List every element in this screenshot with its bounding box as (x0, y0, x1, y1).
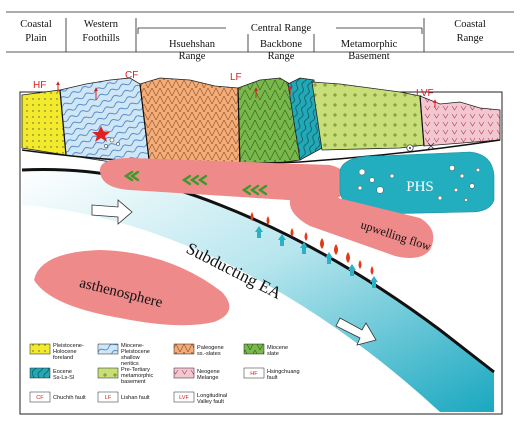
svg-text:shallow: shallow (121, 355, 141, 361)
region-coastal-range-line1: Coastal (454, 19, 486, 30)
unit-paleogene (139, 77, 241, 169)
svg-text:ss.-slates: ss.-slates (197, 351, 221, 357)
svg-text:Chuchih fault: Chuchih fault (53, 395, 86, 401)
svg-text:basement: basement (121, 379, 146, 385)
surface-line (21, 139, 501, 165)
region-coastal-plain-line1: Coastal (20, 19, 52, 30)
svg-text:Pleistocene-: Pleistocene- (53, 343, 84, 349)
unit-melange (419, 95, 501, 147)
slab-arrow-upper (91, 199, 133, 225)
region-coastal-plain-line2: Plain (25, 33, 47, 44)
svg-text:Holocene: Holocene (53, 349, 77, 355)
svg-text:LVF: LVF (179, 395, 189, 401)
svg-text:Valley fault: Valley fault (197, 399, 224, 405)
legend: Pleistocene- Holocene foreland Miocene- … (29, 343, 300, 405)
region-western-foothills-line2: Foothills (82, 33, 119, 44)
upwelling-drops (250, 212, 374, 275)
svg-text:Hsingchuang: Hsingchuang (267, 369, 300, 375)
svg-text:HF: HF (250, 371, 258, 377)
region-western-foothills-line1: Western (84, 19, 119, 30)
legend-item-hf: HF Hsingchuang fault (243, 367, 300, 381)
legend-item-foreland: Pleistocene- Holocene foreland (29, 343, 84, 361)
svg-text:Melange: Melange (197, 375, 218, 381)
unit-foreland (21, 89, 67, 156)
unit-neritics (59, 77, 151, 169)
region-metamorphic-line2: Basement (348, 51, 389, 62)
slab-arrow-lower (335, 317, 377, 346)
subducting-slab (22, 169, 494, 412)
fault-label-hf: HF (33, 80, 46, 91)
svg-text:slate: slate (267, 351, 279, 357)
mantle-flow-upper (100, 158, 350, 202)
region-coastal-range-line2: Range (457, 33, 484, 44)
legend-item-basement: Pre-Tertiary metamorphic basement (97, 367, 154, 385)
svg-text:Miocene: Miocene (267, 345, 288, 351)
upwelling-flow-body (289, 194, 434, 258)
svg-text:neritics: neritics (121, 361, 139, 367)
fault-labels: HF CF LF LVF (33, 70, 437, 108)
svg-text:Ss-Ls-Sl: Ss-Ls-Sl (53, 375, 74, 381)
green-flow-arrows (123, 170, 268, 196)
region-metamorphic-line1: Metamorphic (341, 39, 398, 50)
svg-text:Paleogene: Paleogene (197, 345, 224, 351)
svg-text:Miocene-: Miocene- (121, 343, 144, 349)
svg-text:Pre-Tertiary: Pre-Tertiary (121, 367, 150, 373)
svg-text:Lishan fault: Lishan fault (121, 395, 150, 401)
svg-text:metamorphic: metamorphic (121, 373, 154, 379)
region-central-range: Central Range (251, 23, 312, 34)
region-backbone-line2: Range (268, 51, 295, 62)
fault-label-cf: CF (125, 70, 138, 81)
svg-text:LF: LF (105, 395, 112, 401)
slab-top-boundary (21, 167, 495, 374)
legend-item-miocene-slate: Miocene slate (243, 343, 288, 357)
asthenosphere-blob (34, 250, 230, 326)
upwelling-arrows (255, 226, 378, 288)
fault-label-lf: LF (230, 72, 242, 83)
phs-label: PHS (406, 179, 434, 195)
legend-item-neritics: Miocene- Pleistocene shallow neritics (97, 343, 150, 367)
svg-text:Pleistocene: Pleistocene (121, 349, 150, 355)
legend-item-melange: Neogene Melange (173, 367, 220, 381)
svg-text:fault: fault (267, 375, 278, 381)
phs-bubbles (357, 165, 481, 202)
region-hsuehshan-line1: Hsuehshan (169, 39, 216, 50)
legend-item-lf: LF Lishan fault (97, 391, 150, 403)
svg-text:Longitudinal: Longitudinal (197, 393, 227, 399)
legend-item-lvf: LVF Longitudinal Valley fault (173, 391, 227, 405)
region-backbone-line1: Backbone (260, 39, 302, 50)
svg-text:foreland: foreland (53, 355, 73, 361)
legend-item-eocene: Eocene Ss-Ls-Sl (29, 367, 74, 381)
legend-item-paleogene: Paleogene ss.-slates (173, 343, 224, 357)
svg-text:CF: CF (36, 395, 44, 401)
svg-text:Eocene: Eocene (53, 369, 72, 375)
legend-item-cf: CF Chuchih fault (29, 391, 86, 403)
region-hsuehshan-line2: Range (179, 51, 206, 62)
fault-label-lvf: LVF (416, 88, 434, 99)
region-header: Coastal Plain Western Foothills Central … (6, 11, 514, 62)
svg-text:Neogene: Neogene (197, 369, 220, 375)
